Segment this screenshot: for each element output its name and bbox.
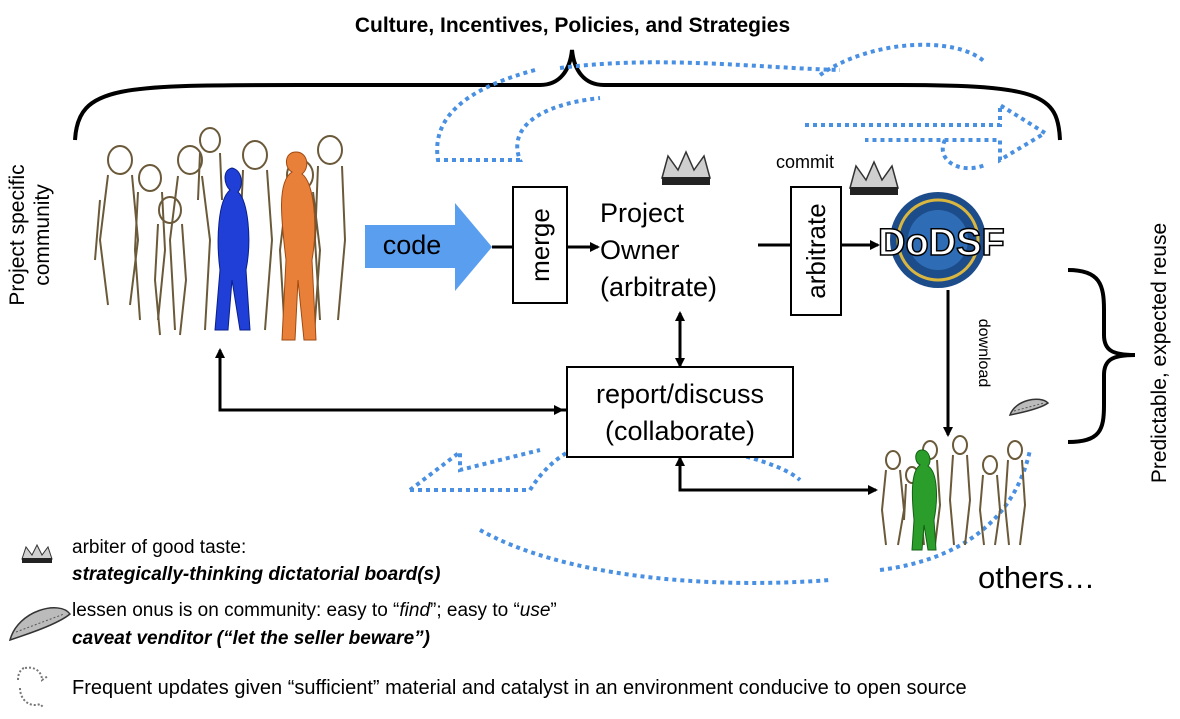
dodsf-seal	[890, 192, 986, 288]
arrow-report-to-others	[675, 456, 878, 495]
others-figures	[880, 435, 1027, 546]
orange-figure	[281, 151, 317, 341]
crown-icon	[849, 160, 899, 195]
arrow-report-to-community	[215, 348, 566, 412]
report-line1: report/discuss	[595, 379, 765, 409]
merge-box: merge	[512, 186, 568, 304]
download-label: download	[975, 318, 992, 388]
legend-crown-line2: strategically-thinking dictatorial board…	[72, 564, 441, 585]
project-owner-line1: Project	[600, 198, 685, 228]
others-label: others…	[978, 560, 1096, 595]
left-label-line1: Project specific	[6, 164, 29, 306]
crown-icon	[21, 543, 53, 563]
blue-figure	[214, 167, 251, 331]
legend-cycle-text: Frequent updates given “sufficient” mate…	[72, 677, 967, 699]
code-arrow	[365, 203, 492, 291]
header-title: Culture, Incentives, Policies, and Strat…	[354, 14, 791, 37]
left-label-line2: community	[31, 184, 54, 286]
report-line2: (collaborate)	[604, 416, 756, 446]
dodsf-label: DoDSF	[877, 221, 1005, 265]
arbitrate-label: arbitrate	[801, 203, 831, 299]
project-community-label: Project specific community	[5, 130, 75, 340]
legend-tape-text-e: ”	[550, 600, 557, 621]
legend-tape-line1: lessen onus is on community: easy to “fi…	[72, 600, 557, 622]
report-discuss-box: report/discuss (collaborate)	[566, 366, 794, 458]
legend-tape-find: find	[399, 600, 431, 621]
project-owner-line2: Owner	[600, 235, 680, 265]
top-cycle-arrows	[435, 42, 1049, 171]
project-owner-label: Project Owner (arbitrate)	[600, 195, 717, 306]
legend-tape-text-c: ”; easy to “	[430, 600, 520, 621]
legend-crown-line1: arbiter of good taste:	[72, 537, 247, 558]
right-brace	[1067, 268, 1136, 444]
tape-measure-icon	[8, 607, 72, 642]
commit-label: commit	[776, 152, 834, 172]
tape-measure-icon	[1008, 398, 1050, 416]
merge-label: merge	[525, 208, 555, 282]
cycle-arrows-icon	[17, 666, 49, 709]
green-figure	[911, 449, 937, 551]
legend-tape-text-a: lessen onus is on community: easy to “	[72, 600, 400, 621]
legend-tape-line2: caveat venditor (“let the seller beware”…	[72, 628, 430, 649]
crown-icon	[661, 150, 711, 185]
reuse-label: Predictable, expected reuse	[1148, 222, 1171, 484]
top-brace	[73, 49, 1062, 141]
project-owner-line3: (arbitrate)	[600, 272, 718, 302]
arbitrate-box: arbitrate	[790, 186, 842, 316]
legend-tape-use: use	[519, 600, 551, 621]
code-label: code	[382, 230, 442, 260]
